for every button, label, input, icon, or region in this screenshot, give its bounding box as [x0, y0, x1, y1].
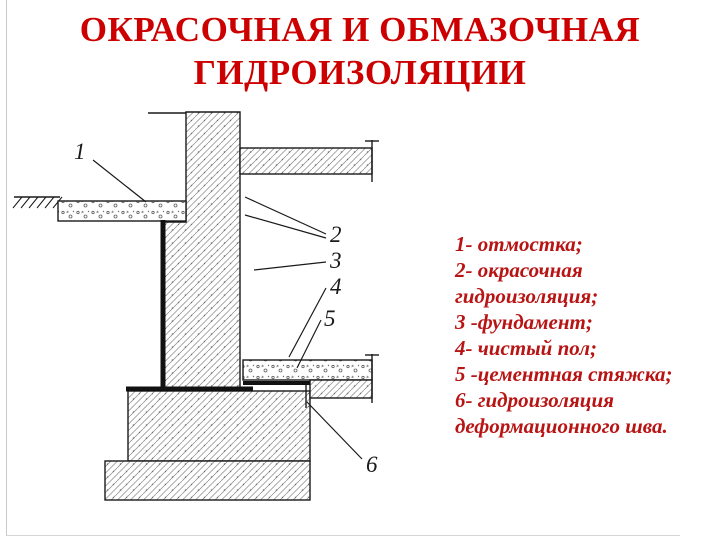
callout-6: 6: [366, 452, 378, 477]
footing-base-step: [104, 460, 311, 501]
legend-line-8: деформационного шва.: [455, 414, 668, 438]
floor-screed-band: [242, 359, 373, 381]
slide-bottom-border: [6, 535, 680, 536]
leader-6: [306, 401, 363, 460]
leader-2b: [244, 214, 327, 239]
footing-upper-step: [127, 390, 311, 462]
slide-title: ОКРАСОЧНАЯ И ОБМАЗОЧНАЯ ГИДРОИЗОЛЯЦИИ: [0, 8, 720, 94]
callout-5: 5: [324, 306, 336, 331]
leader-5: [296, 319, 322, 369]
callout-1: 1: [74, 139, 86, 164]
leader-3: [253, 261, 327, 271]
floor-slab-right: [309, 379, 373, 399]
leader-lines: [92, 159, 363, 460]
callout-4: 4: [330, 274, 342, 299]
legend-line-4: 3 -фундамент;: [455, 310, 593, 334]
callout-2: 2: [330, 222, 342, 247]
blind-area-band: [57, 200, 187, 222]
slide-left-border: [6, 0, 7, 536]
legend-line-3: гидроизоляция;: [455, 284, 599, 308]
legend-line-7: 6- гидроизоляция: [455, 388, 614, 412]
ground-hatch: [12, 196, 63, 209]
wall-foundation-section: [162, 111, 241, 389]
waterproofing-lines: [126, 220, 310, 392]
upper-floor-slab: [239, 147, 373, 175]
leader-1: [92, 159, 147, 203]
callout-numbers: 1 2 3 4 5 6: [74, 139, 378, 477]
legend-line-5: 4- чистый пол;: [455, 336, 598, 360]
title-line-2: ГИДРОИЗОЛЯЦИИ: [193, 53, 527, 92]
structure-lines: [12, 111, 379, 501]
legend: 1- отмостка; 2- окрасочная гидроизоляция…: [455, 231, 715, 439]
callout-3: 3: [329, 248, 342, 273]
leader-4: [288, 287, 327, 358]
leader-2a: [244, 196, 327, 235]
legend-line-1: 1- отмостка;: [455, 232, 583, 256]
legend-line-2: 2- окрасочная: [455, 258, 583, 282]
title-line-1: ОКРАСОЧНАЯ И ОБМАЗОЧНАЯ: [79, 10, 641, 49]
legend-line-6: 5 -цементная стяжка;: [455, 362, 673, 386]
